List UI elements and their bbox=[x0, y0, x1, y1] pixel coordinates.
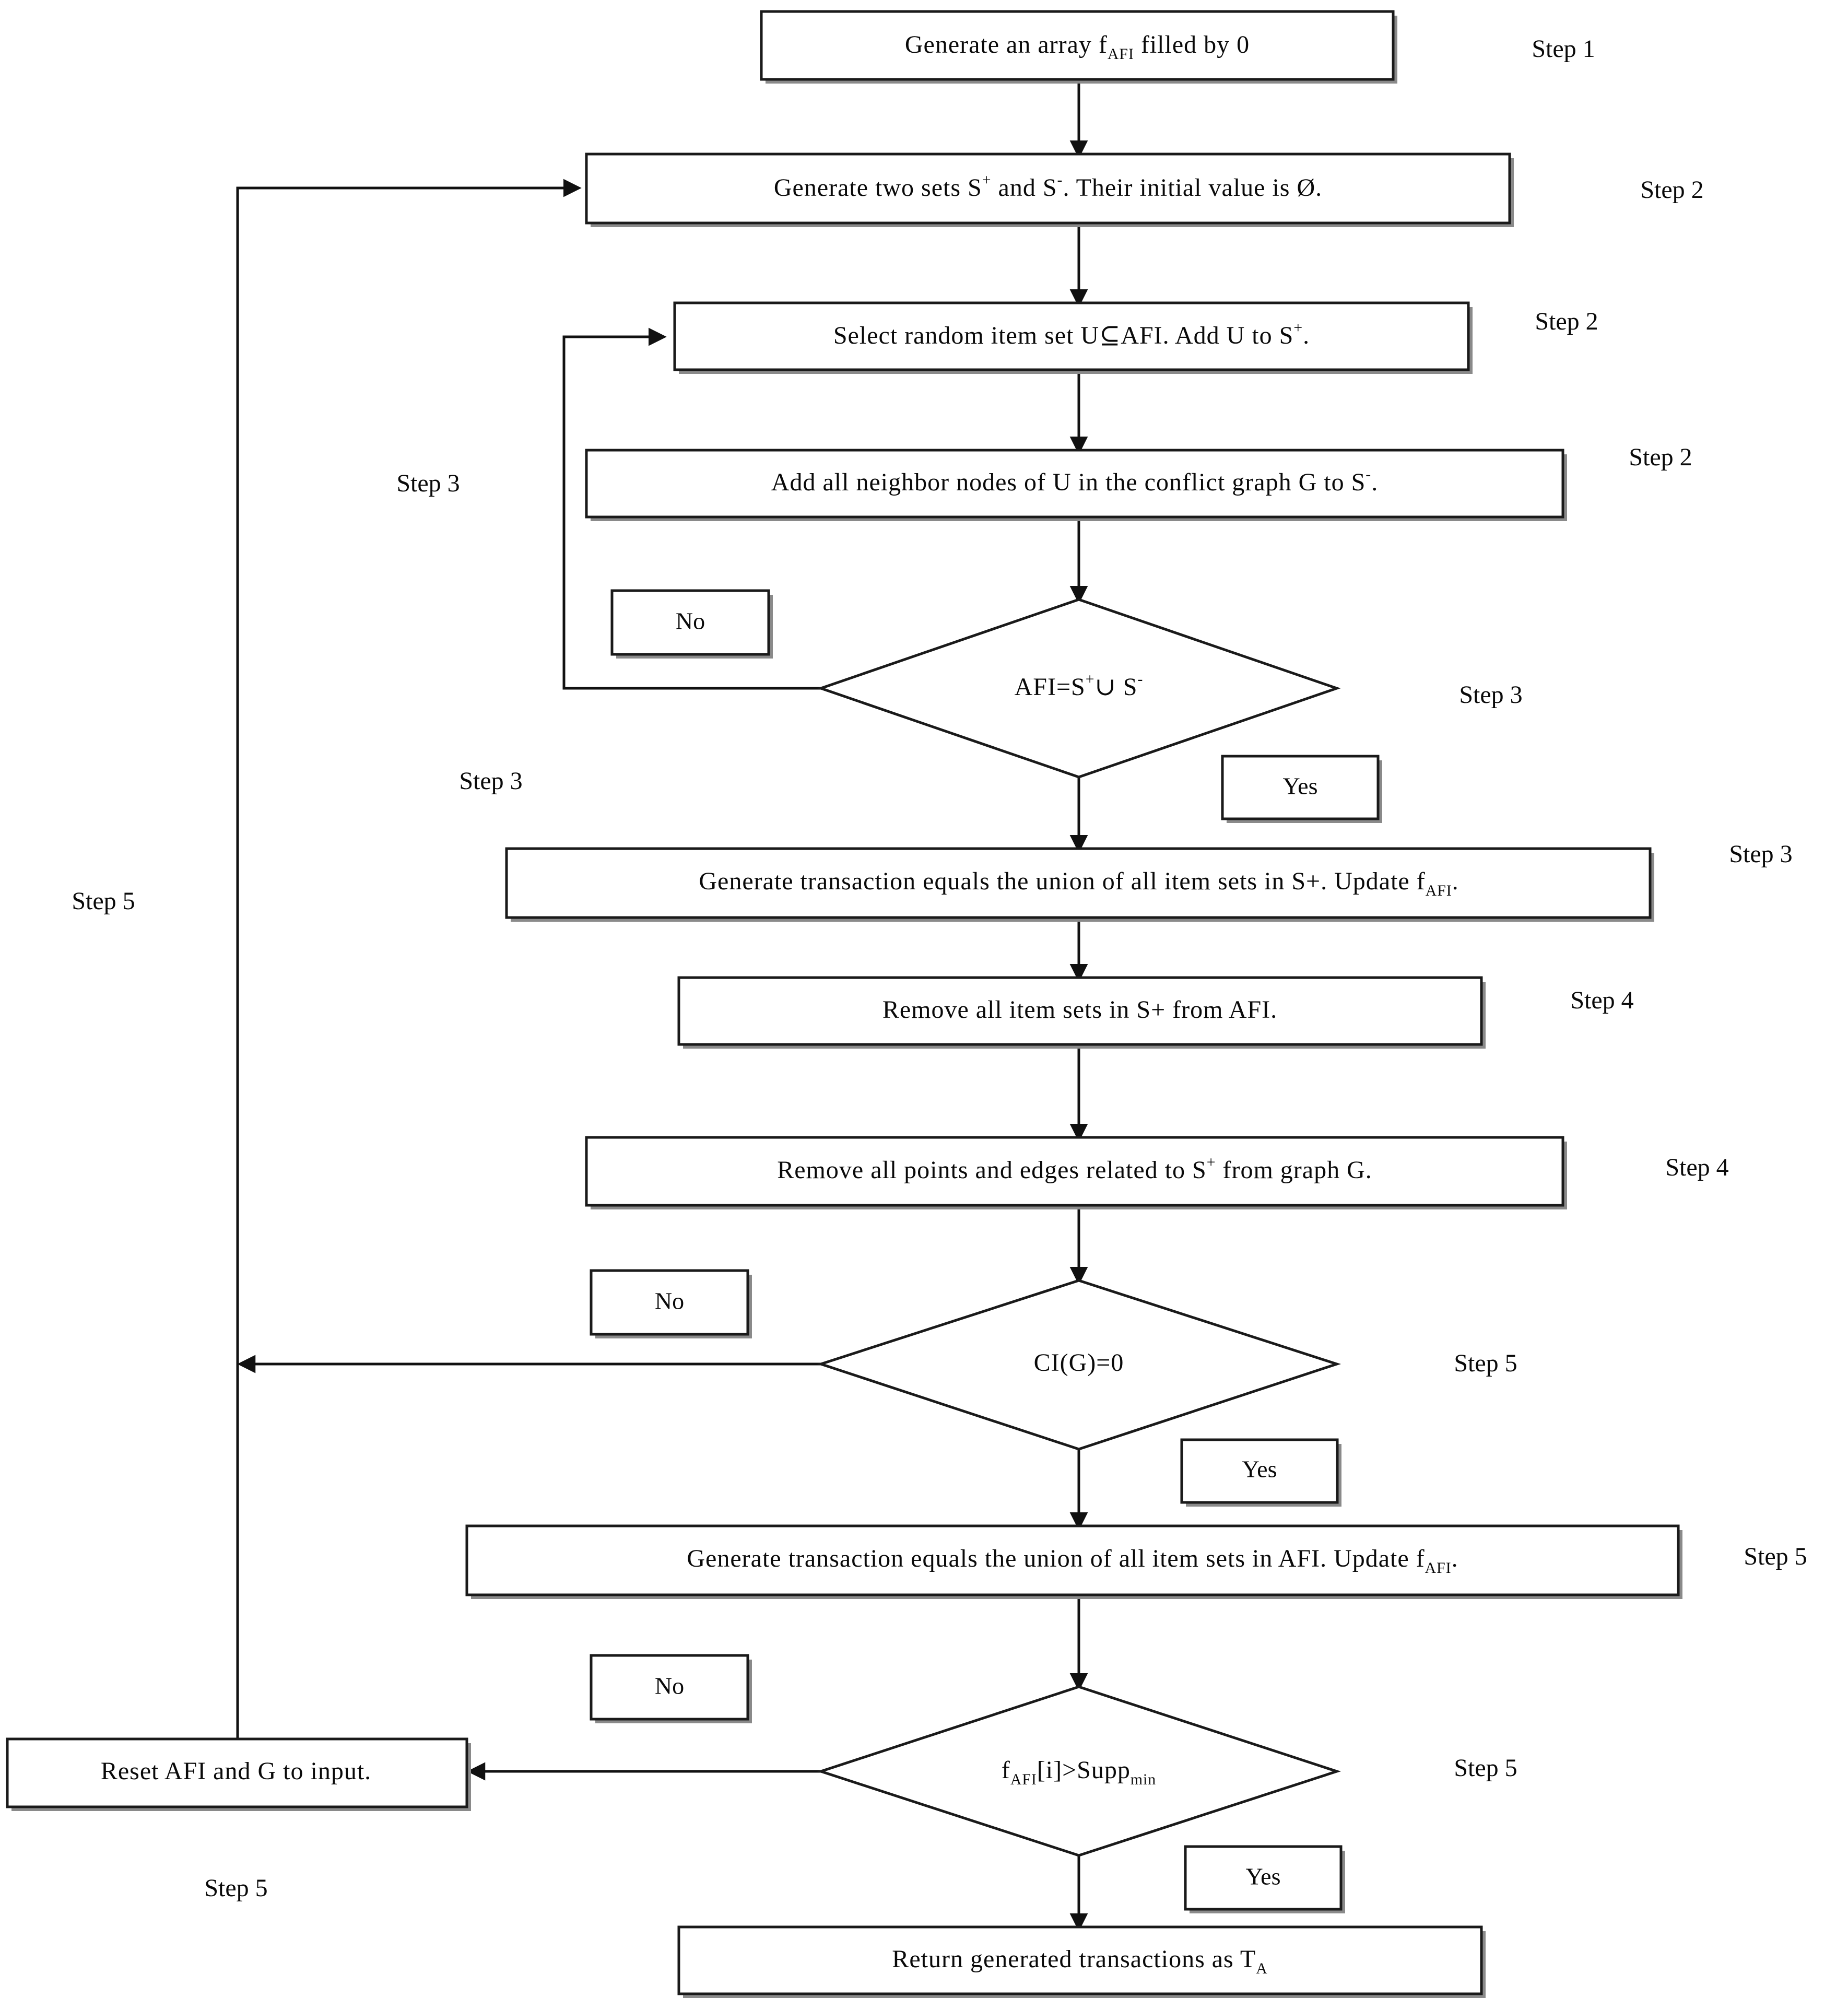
node-n5-text-b: . bbox=[1452, 867, 1459, 895]
node-n2-text-b: and S bbox=[992, 174, 1057, 202]
step-label-2b: Step 2 bbox=[1535, 308, 1598, 335]
node-d3-sub-a: AFI bbox=[1010, 1771, 1037, 1788]
branch-no-3-text: No bbox=[655, 1673, 684, 1699]
branch-label-yes-3: Yes bbox=[1184, 1845, 1345, 1913]
node-n2-text-c: . Their initial value is Ø. bbox=[1063, 174, 1322, 202]
svg-text:fAFI[i]>Suppmin: fAFI[i]>Suppmin bbox=[1002, 1756, 1156, 1788]
node-remove-itemsets[interactable]: Remove all item sets in S+ from AFI. bbox=[677, 976, 1486, 1049]
branch-label-yes-1: Yes bbox=[1221, 755, 1382, 823]
branch-label-yes-2: Yes bbox=[1180, 1438, 1341, 1507]
edge-return-spine-n2 bbox=[236, 179, 582, 1364]
step-label-4a: Step 4 bbox=[1570, 986, 1633, 1014]
svg-text:Generate two sets S+ and S-. T: Generate two sets S+ and S-. Their initi… bbox=[774, 171, 1322, 202]
branch-label-no-1: No bbox=[610, 589, 773, 659]
node-d1-sup-a: + bbox=[1086, 671, 1095, 688]
node-n9-text: Reset AFI and G to input. bbox=[101, 1757, 371, 1785]
step-label-2a: Step 2 bbox=[1640, 176, 1703, 204]
node-n4-sup-a: - bbox=[1366, 466, 1371, 483]
step-label-3-left-a: Step 3 bbox=[396, 469, 460, 497]
node-n10-sub-a: A bbox=[1256, 1960, 1268, 1977]
node-generate-array[interactable]: Generate an array fAFI filled by 0 bbox=[760, 10, 1397, 84]
branch-yes-3-text: Yes bbox=[1246, 1863, 1281, 1890]
node-n10-text-a: Return generated transactions as T bbox=[892, 1945, 1256, 1973]
branch-label-no-3: No bbox=[590, 1654, 752, 1723]
node-generate-two-sets[interactable]: Generate two sets S+ and S-. Their initi… bbox=[585, 152, 1514, 227]
step-label-5-left: Step 5 bbox=[72, 887, 135, 915]
node-d1-text-a: AFI=S bbox=[1015, 673, 1086, 701]
edge-d1-no-loop bbox=[562, 327, 821, 690]
node-n3-text-a: Select random item set U⊆AFI. Add U to S bbox=[833, 322, 1293, 349]
node-n8-sub-a: AFI bbox=[1425, 1559, 1452, 1577]
step-label-3-right: Step 3 bbox=[1459, 681, 1522, 709]
edges bbox=[236, 84, 1088, 1932]
node-d1-text-b: ∪ S bbox=[1095, 673, 1138, 701]
node-decision-afi-union[interactable]: AFI=S+∪ S- bbox=[817, 598, 1341, 779]
node-n7-sup-a: + bbox=[1207, 1154, 1216, 1171]
svg-text:Return generated transactions: Return generated transactions as TA bbox=[892, 1945, 1267, 1977]
svg-text:Generate an array fAFI filled: Generate an array fAFI filled by 0 bbox=[905, 31, 1250, 63]
node-n3-text-b: . bbox=[1303, 322, 1310, 349]
step-label-3-left-b: Step 3 bbox=[459, 767, 522, 795]
node-d1-sup-b: - bbox=[1137, 671, 1143, 688]
step-label-4b: Step 4 bbox=[1665, 1154, 1728, 1181]
node-n5-text-a: Generate transaction equals the union of… bbox=[699, 867, 1425, 895]
branch-no-2-text: No bbox=[655, 1288, 684, 1314]
node-n5-sub-a: AFI bbox=[1426, 882, 1452, 899]
step-label-5-right: Step 5 bbox=[1744, 1543, 1807, 1570]
svg-text:Add all neighbor nodes of U in: Add all neighbor nodes of U in the confl… bbox=[771, 466, 1378, 496]
node-generate-transaction-afi[interactable]: Generate transaction equals the union of… bbox=[465, 1524, 1682, 1599]
node-select-random-itemset[interactable]: Select random item set U⊆AFI. Add U to S… bbox=[673, 301, 1473, 374]
node-d3-sub-b: min bbox=[1131, 1771, 1156, 1788]
node-n7-text-a: Remove all points and edges related to S bbox=[777, 1156, 1206, 1184]
node-n4-text-b: . bbox=[1371, 468, 1378, 496]
node-n1-text: Generate an array f bbox=[905, 31, 1108, 58]
node-n6-text: Remove all item sets in S+ from AFI. bbox=[882, 996, 1277, 1024]
node-n2-text-a: Generate two sets S bbox=[774, 174, 982, 202]
step-label-2c: Step 2 bbox=[1629, 443, 1692, 471]
svg-text:Generate transaction equals th: Generate transaction equals the union of… bbox=[699, 867, 1458, 899]
branch-no-1-text: No bbox=[676, 608, 705, 634]
step-label-3-far-right: Step 3 bbox=[1729, 840, 1792, 868]
node-return-transactions[interactable]: Return generated transactions as TA bbox=[677, 1925, 1486, 1998]
node-n3-sup-a: + bbox=[1293, 319, 1303, 336]
node-d3-text-b: [i]>Supp bbox=[1037, 1756, 1131, 1784]
node-n2-sup-a: + bbox=[982, 171, 992, 189]
node-d3-text-a: f bbox=[1002, 1756, 1010, 1784]
node-n8-text-a: Generate transaction equals the union of… bbox=[687, 1545, 1425, 1572]
node-d2-text: CI(G)=0 bbox=[1034, 1349, 1124, 1377]
svg-text:Generate transaction equals th: Generate transaction equals the union of… bbox=[687, 1545, 1458, 1577]
node-n1-sub: AFI bbox=[1108, 45, 1134, 63]
step-label-1: Step 1 bbox=[1532, 35, 1595, 63]
svg-text:Remove all points and edges re: Remove all points and edges related to S… bbox=[777, 1154, 1372, 1184]
branch-label-no-2: No bbox=[590, 1269, 752, 1338]
node-n1-text-after: filled by 0 bbox=[1134, 31, 1250, 58]
node-n2-sup-b: - bbox=[1057, 171, 1063, 189]
branch-yes-2-text: Yes bbox=[1242, 1456, 1277, 1483]
node-reset-afi-g[interactable]: Reset AFI and G to input. bbox=[6, 1737, 471, 1811]
node-generate-transaction-splus[interactable]: Generate transaction equals the union of… bbox=[505, 847, 1654, 922]
node-n7-text-b: from graph G. bbox=[1216, 1156, 1372, 1184]
svg-text:Select random item set U⊆AFI.: Select random item set U⊆AFI. Add U to S… bbox=[833, 319, 1310, 349]
node-n4-text-a: Add all neighbor nodes of U in the confl… bbox=[771, 468, 1366, 496]
step-label-5-bottom-right: Step 5 bbox=[1454, 1754, 1517, 1782]
node-n8-text-b: . bbox=[1452, 1545, 1458, 1572]
node-decision-support-threshold[interactable]: fAFI[i]>Suppmin bbox=[816, 1685, 1341, 1857]
node-decision-ci-g[interactable]: CI(G)=0 bbox=[816, 1279, 1341, 1451]
node-add-neighbor-nodes[interactable]: Add all neighbor nodes of U in the confl… bbox=[585, 449, 1567, 521]
step-annotations: Step 1 Step 2 Step 2 Step 2 Step 3 Step … bbox=[72, 35, 1807, 1902]
step-label-5-mid: Step 5 bbox=[1454, 1349, 1517, 1377]
step-label-5-bottom-left: Step 5 bbox=[204, 1874, 267, 1902]
branch-yes-1-text: Yes bbox=[1283, 773, 1318, 800]
node-remove-points-edges[interactable]: Remove all points and edges related to S… bbox=[585, 1136, 1567, 1209]
svg-text:AFI=S+∪ S-: AFI=S+∪ S- bbox=[1015, 671, 1144, 701]
